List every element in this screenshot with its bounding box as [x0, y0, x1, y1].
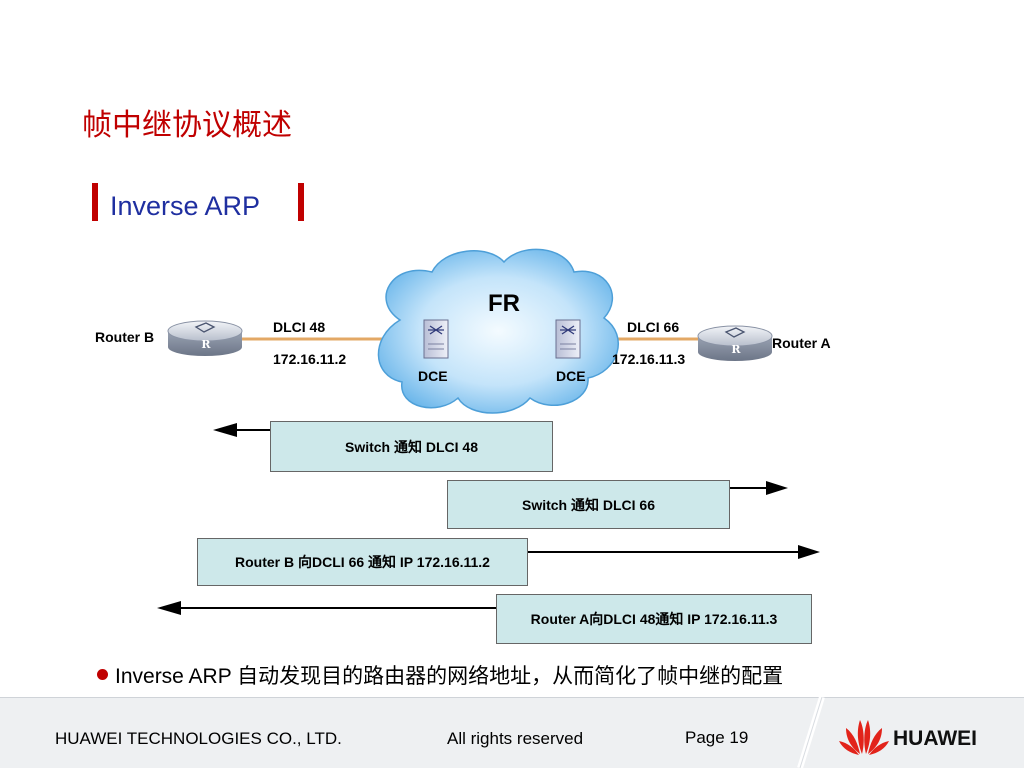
subtitle-left-bar — [92, 183, 98, 221]
subtitle-right-bar — [298, 183, 304, 221]
router-b-badge: R — [201, 338, 211, 351]
arrow-right-icon — [766, 481, 788, 495]
switch-icon — [423, 319, 449, 359]
router-icon — [167, 320, 243, 356]
router-a-badge: R — [731, 343, 741, 356]
fr-cloud — [377, 248, 619, 414]
arrow-left-icon — [213, 423, 237, 437]
dce-label-left: DCE — [418, 368, 448, 384]
router-icon — [697, 325, 773, 361]
footer-bar — [0, 697, 1024, 768]
router-b-dlci: DLCI 48 — [273, 319, 326, 335]
footer-company: HUAWEI TECHNOLOGIES CO., LTD. — [55, 729, 342, 748]
bullet-icon — [97, 669, 108, 680]
message-box: Switch 通知 DLCI 48 — [270, 421, 553, 472]
message-box: Router A向DLCI 48通知 IP 172.16.11.3 — [496, 594, 812, 644]
footer-rights: All rights reserved — [447, 729, 584, 748]
huawei-logo-text: HUAWEI — [893, 727, 977, 750]
router-b-name: Router B — [95, 329, 155, 345]
footer-page-number: Page 19 — [685, 728, 749, 747]
router-a-name: Router A — [772, 335, 831, 351]
bullet-text: Inverse ARP 自动发现目的路由器的网络地址，从而简化了帧中继的配置 — [115, 665, 784, 688]
huawei-logo-icon — [839, 720, 889, 755]
dce-label-right: DCE — [556, 368, 586, 384]
switch-icon — [555, 319, 581, 359]
network-diagram — [157, 248, 820, 615]
message-box: Router B 向DCLI 66 通知 IP 172.16.11.2 — [197, 538, 528, 586]
arrow-left-icon — [157, 601, 181, 615]
footer-divider — [0, 697, 1024, 698]
arrow-right-icon — [798, 545, 820, 559]
footer-slash-decoration — [797, 697, 825, 768]
router-a-ip: 172.16.11.3 — [612, 351, 686, 367]
cloud-label: FR — [488, 290, 520, 317]
router-a-dlci: DLCI 66 — [627, 319, 680, 335]
slide-subtitle: Inverse ARP — [110, 191, 261, 221]
router-b-ip: 172.16.11.2 — [273, 351, 347, 367]
message-box: Switch 通知 DLCI 66 — [447, 480, 730, 529]
slide-title: 帧中继协议概述 — [82, 108, 292, 143]
